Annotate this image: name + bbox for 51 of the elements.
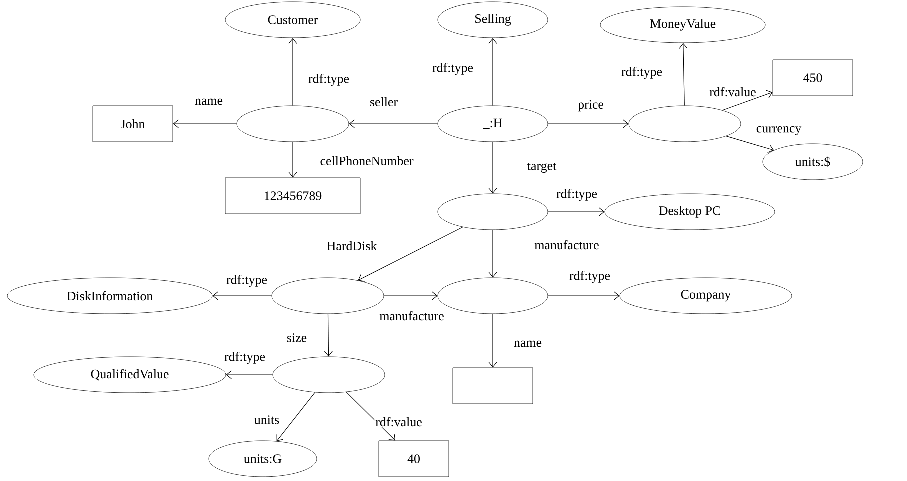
edge-label: target bbox=[526, 162, 558, 174]
edge-label: price bbox=[577, 99, 605, 113]
edge-label: rdf:type bbox=[568, 270, 612, 284]
edge-label: rdf:type bbox=[432, 62, 474, 76]
arrow bbox=[548, 120, 629, 128]
value-box: John bbox=[92, 106, 174, 142]
arrow bbox=[488, 142, 498, 194]
arrow bbox=[358, 226, 464, 282]
value-box: 450 bbox=[772, 60, 854, 96]
blank-node-ellipse bbox=[438, 194, 548, 230]
edge-label: rdf:value bbox=[708, 86, 758, 98]
value-box: 40 bbox=[378, 440, 450, 478]
arrow bbox=[324, 314, 333, 357]
edge-label: units bbox=[253, 414, 281, 426]
edge-label: name bbox=[194, 98, 224, 106]
edge-label: name bbox=[512, 340, 544, 348]
arrow bbox=[384, 292, 438, 300]
arrow bbox=[288, 38, 298, 106]
arrow bbox=[548, 292, 620, 300]
edge-label: rdf:type bbox=[224, 351, 266, 365]
arrow bbox=[722, 90, 773, 111]
blank-node-ellipse bbox=[272, 356, 386, 394]
arrow bbox=[726, 136, 774, 154]
arrow bbox=[548, 208, 605, 216]
arrow bbox=[212, 292, 272, 300]
edge-label: rdf:value bbox=[374, 416, 424, 428]
arrow bbox=[488, 38, 498, 106]
arrow bbox=[349, 120, 438, 128]
edge-label: manufacture bbox=[534, 239, 600, 251]
blank-node-ellipse bbox=[236, 106, 350, 142]
edge-label: HardDisk bbox=[326, 240, 378, 252]
arrow bbox=[226, 370, 274, 380]
edge-label: manufacture bbox=[378, 310, 446, 322]
edge-label: rdf:type bbox=[226, 274, 268, 288]
arrow bbox=[346, 392, 396, 441]
arrow bbox=[488, 314, 498, 368]
arrow bbox=[173, 120, 238, 128]
blank-node-ellipse bbox=[628, 106, 742, 142]
edge-label: rdf:type bbox=[308, 73, 350, 87]
edge-label: seller bbox=[368, 96, 400, 108]
edge-label: rdf:type bbox=[556, 188, 598, 202]
arrow bbox=[488, 230, 498, 278]
arrow bbox=[288, 142, 298, 178]
value-box: 123456789 bbox=[225, 178, 361, 214]
arrow bbox=[276, 392, 316, 442]
edge-label: currency bbox=[755, 126, 803, 136]
edge-label: cellPhoneNumber bbox=[319, 155, 415, 167]
value-box bbox=[452, 368, 534, 404]
edge-label: rdf:type bbox=[620, 66, 664, 80]
arrow bbox=[679, 43, 688, 106]
edge-label: size bbox=[286, 332, 308, 344]
